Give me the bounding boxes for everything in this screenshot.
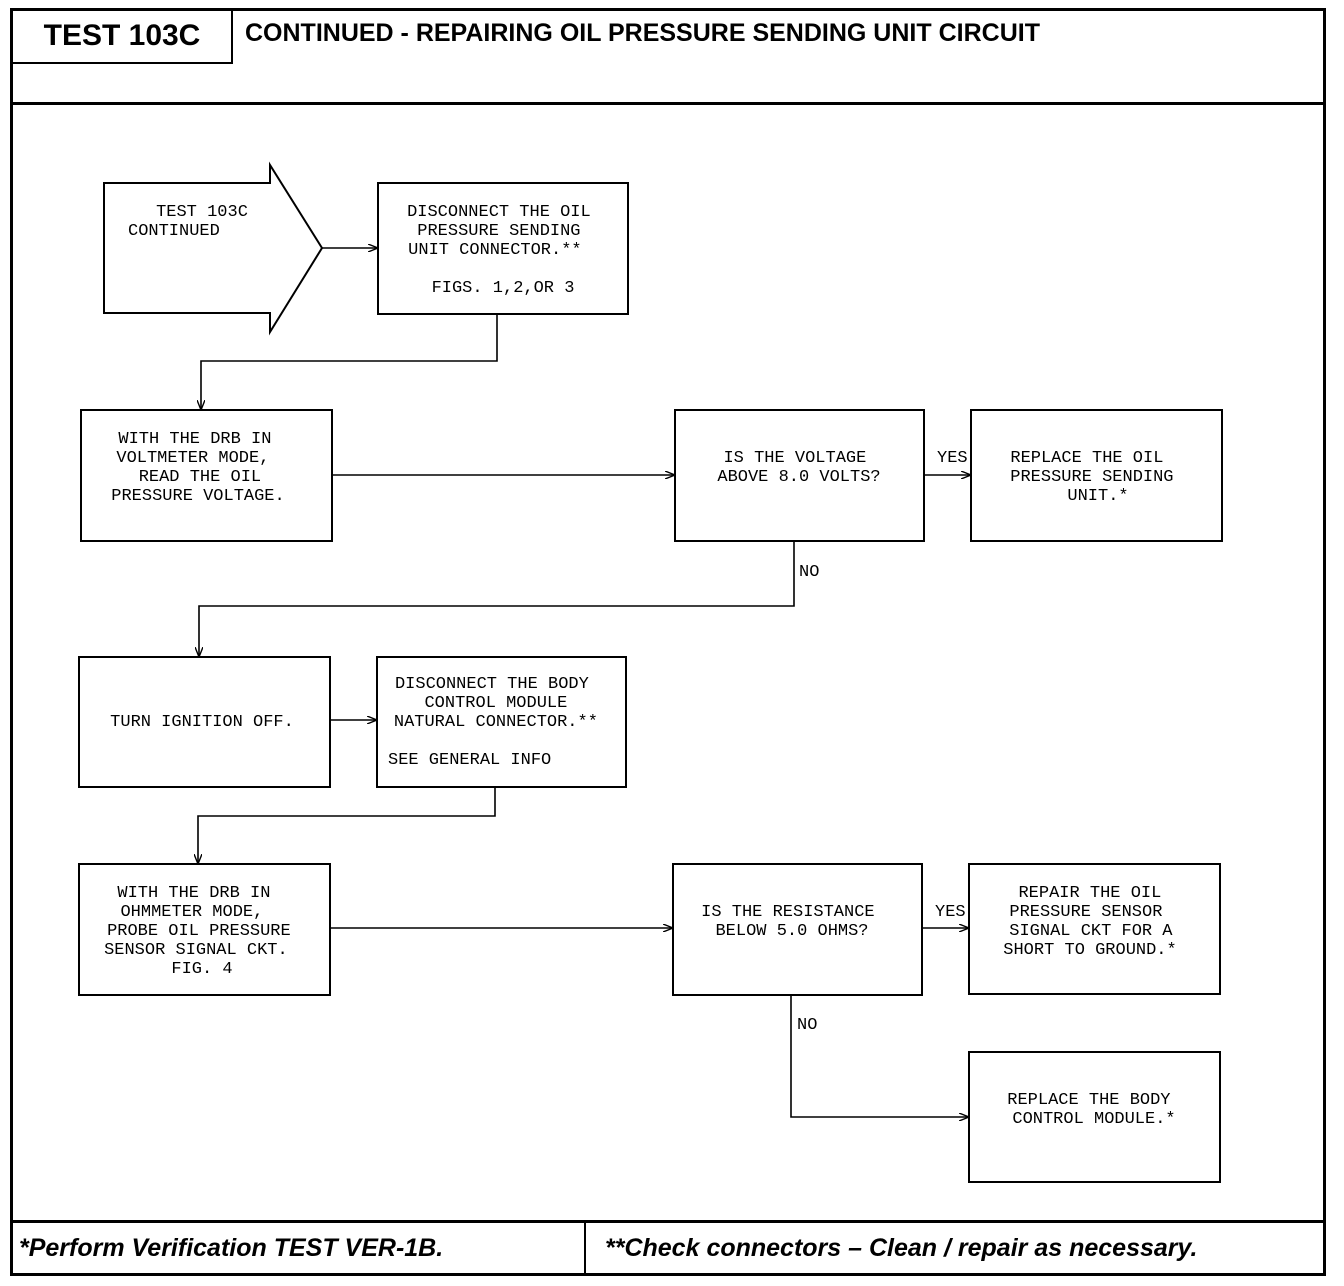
connector-resistance-no [790,995,968,1117]
resistance-decision-box [672,863,923,996]
svg-text:WITH THE DRB IN OHMMETER M: WITH THE DRB IN OHMMETER MODE, PROBE OIL… [104,884,301,979]
read-voltage-line-4: PRESSURE VOLTAGE. [111,487,284,506]
read-voltage-line-3: READ THE OIL [139,468,261,487]
replace-bcm-line-2: CONTROL MODULE.* [1012,1110,1175,1129]
probe-signal-box [78,863,331,996]
disconnect-su-line-1: DISCONNECT THE OIL [407,203,591,222]
disconnect-sending-unit-box [377,182,629,315]
voltage-decision-line-2: ABOVE 8.0 VOLTS? [717,468,880,487]
repair-short-line-1: REPAIR THE OIL [1018,884,1161,903]
resistance-yes-label: YES [935,903,966,922]
voltage-decision-line-1: IS THE VOLTAGE [723,449,866,468]
svg-text:DISCONNECT THE BODY CONTRO: DISCONNECT THE BODY CONTROL MODULE NATUR… [388,675,608,770]
resistance-decision-line-1: IS THE RESISTANCE [701,903,874,922]
svg-text:REPLACE THE BODY CONTROL M: REPLACE THE BODY CONTROL MODULE.* [1007,1091,1180,1129]
disconnect-su-line-3: UNIT CONNECTOR.** [408,241,581,260]
svg-text:IS THE RESISTANCE BELOW 5.: IS THE RESISTANCE BELOW 5.0 OHMS? [701,903,885,941]
svg-text:DISCONNECT THE OIL PRESSUR: DISCONNECT THE OIL PRESSURE SENDING UNIT… [407,203,601,298]
resistance-no-label: NO [797,1016,817,1035]
replace-su-line-1: REPLACE THE OIL [1010,449,1163,468]
disconnect-su-line-4: FIGS. 1,2,OR 3 [432,279,575,298]
probe-line-2: OHMMETER MODE, [120,903,263,922]
footer-divider [584,1223,586,1273]
voltage-yes-label: YES [937,449,968,468]
probe-line-5: FIG. 4 [171,960,232,979]
ignition-line-1: TURN IGNITION OFF. [110,713,294,732]
read-voltage-line-2: VOLTMETER MODE, [116,449,269,468]
page-header: TEST 103C CONTINUED - REPAIRING OIL PRES… [13,11,1323,105]
repair-short-line-3: SIGNAL CKT FOR A [1009,922,1173,941]
svg-text:REPAIR THE OIL PRESSURE SE: REPAIR THE OIL PRESSURE SENSOR SIGNAL CK… [1003,884,1182,960]
disconnect-bcm-box [376,656,627,788]
test-page: TEST 103C CONTINUED - REPAIRING OIL PRES… [10,8,1326,1276]
probe-line-3: PROBE OIL PRESSURE [107,922,291,941]
test-id-label: TEST 103C [13,11,233,64]
probe-line-1: WITH THE DRB IN [117,884,270,903]
connector-voltage-no [199,542,795,656]
read-voltage-box [80,409,333,542]
svg-text:REPLACE THE OIL PRESSURE S: REPLACE THE OIL PRESSURE SENDING UNIT.* [1010,449,1183,506]
replace-bcm-line-1: REPLACE THE BODY [1007,1091,1170,1110]
page-title: CONTINUED - REPAIRING OIL PRESSURE SENDI… [245,19,1040,47]
disconnect-su-line-2: PRESSURE SENDING [417,222,580,241]
repair-short-line-2: PRESSURE SENSOR [1009,903,1162,922]
connector-disconnect-to-read [201,314,498,409]
replace-bcm-box [968,1051,1221,1183]
probe-line-4: SENSOR SIGNAL CKT. [104,941,288,960]
disconnect-bcm-line-4: SEE GENERAL INFO [388,751,551,770]
disconnect-bcm-line-1: DISCONNECT THE BODY [395,675,589,694]
replace-su-line-3: UNIT.* [1067,487,1128,506]
svg-text:IS THE VOLTAGE ABOVE 8.0 V: IS THE VOLTAGE ABOVE 8.0 VOLTS? [717,449,880,487]
connector-note: **Check connectors – Clean / repair as n… [605,1234,1198,1262]
verification-note: *Perform Verification TEST VER-1B. [19,1234,444,1262]
repair-short-line-4: SHORT TO GROUND.* [1003,941,1176,960]
connector-bcm-to-probe [198,788,496,863]
voltage-decision-box [674,409,925,542]
svg-text:WITH THE DRB IN VOLTMETER: WITH THE DRB IN VOLTMETER MODE, READ THE… [111,430,284,506]
replace-sending-unit-box [970,409,1223,542]
repair-short-box [968,863,1221,995]
disconnect-bcm-line-2: CONTROL MODULE [424,694,567,713]
replace-su-line-2: PRESSURE SENDING [1010,468,1173,487]
turn-ignition-off-box [78,656,331,788]
voltage-no-label: NO [799,563,819,582]
page-footer: *Perform Verification TEST VER-1B. **Che… [13,1220,1323,1273]
start-line-1: TEST 103C [156,203,248,222]
disconnect-bcm-line-3: NATURAL CONNECTOR.** [394,713,598,732]
read-voltage-line-1: WITH THE DRB IN [118,430,271,449]
start-arrow [103,161,324,336]
svg-text:TURN IGNITION OFF.: TURN IGNITION OFF. [110,713,294,732]
resistance-decision-line-2: BELOW 5.0 OHMS? [715,922,868,941]
start-line-2: CONTINUED [128,222,220,241]
